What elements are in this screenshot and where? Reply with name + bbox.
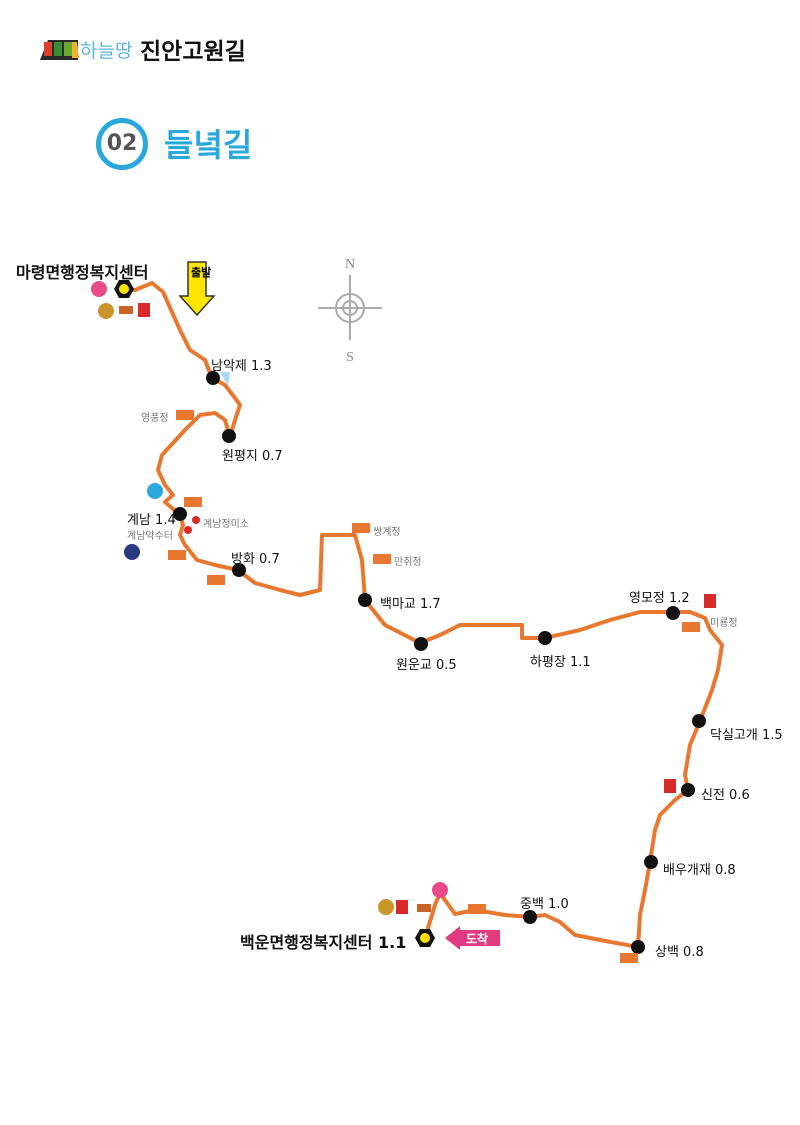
restroom-icon xyxy=(396,900,408,914)
reservoir-icon xyxy=(220,372,230,386)
pavilion-icons xyxy=(168,410,700,963)
course-number-badge: 02 xyxy=(96,118,148,170)
waypoint-dots xyxy=(173,371,706,954)
landmark-label: 쌍계정 xyxy=(373,527,401,538)
end-marker-icon xyxy=(415,929,435,947)
landmark-label: 계남약수터 xyxy=(127,531,173,542)
waypoint-label: 방화 0.7 xyxy=(231,552,280,567)
course-title: 들녘길 xyxy=(164,126,253,164)
compass-south: S xyxy=(346,350,354,365)
car-icon xyxy=(147,483,163,499)
bus-icon xyxy=(432,882,448,898)
waypoint-label: 신전 0.6 xyxy=(701,788,750,803)
waypoint-label: 백마교 1.7 xyxy=(380,597,441,612)
poi-dot-icon xyxy=(192,516,200,524)
landmark-label: 만취정 xyxy=(394,557,422,568)
logo-icon xyxy=(40,40,79,60)
logo-subtitle: 하늘땅 xyxy=(80,40,133,62)
start-arrow-label: 출발 xyxy=(191,266,212,279)
logo-title: 진안고원길 xyxy=(140,39,246,65)
waypoint-label: 원운교 0.5 xyxy=(396,658,457,673)
end-arrow-label: 도착 xyxy=(466,932,489,946)
waypoint-label: 배우개재 0.8 xyxy=(663,863,736,878)
waypoint-label: 원평지 0.7 xyxy=(222,449,283,464)
restaurant-icon xyxy=(378,899,394,915)
waypoint-label: 중백 1.0 xyxy=(520,897,569,912)
restaurant-icon xyxy=(98,303,114,319)
start-marker-icon xyxy=(114,280,134,298)
poi-dot-icon xyxy=(184,526,192,534)
waypoint-label: 영모정 1.2 xyxy=(629,591,690,606)
waypoint-label: 계남 1.4 xyxy=(127,513,176,528)
water-tap-icon xyxy=(124,544,140,560)
waypoint-label: 닥실고개 1.5 xyxy=(710,728,783,743)
restroom-icon xyxy=(138,303,150,317)
start-arrow-icon xyxy=(178,261,216,317)
route-line xyxy=(123,281,724,949)
waypoint-label: 하평장 1.1 xyxy=(530,655,591,670)
compass-north: N xyxy=(345,257,355,272)
restroom-icon xyxy=(704,594,716,608)
end-arrow-icon xyxy=(445,926,500,950)
restroom-icon xyxy=(664,779,676,793)
waypoint-label: 상백 0.8 xyxy=(655,945,704,960)
landmark-label: 미룡정 xyxy=(710,618,738,629)
landmark-label: 영풍정 xyxy=(141,413,169,424)
shop-cart-icon xyxy=(119,306,133,314)
waypoint-label: 남악제 1.3 xyxy=(211,359,272,374)
bus-icon xyxy=(91,281,107,297)
shop-cart-icon xyxy=(417,904,431,912)
start-label: 마령면행정복지센터 xyxy=(16,263,149,282)
landmark-label: 계남정미소 xyxy=(203,519,249,530)
end-label: 백운면행정복지센터 1.1 xyxy=(240,933,407,952)
compass-icon xyxy=(318,275,382,340)
